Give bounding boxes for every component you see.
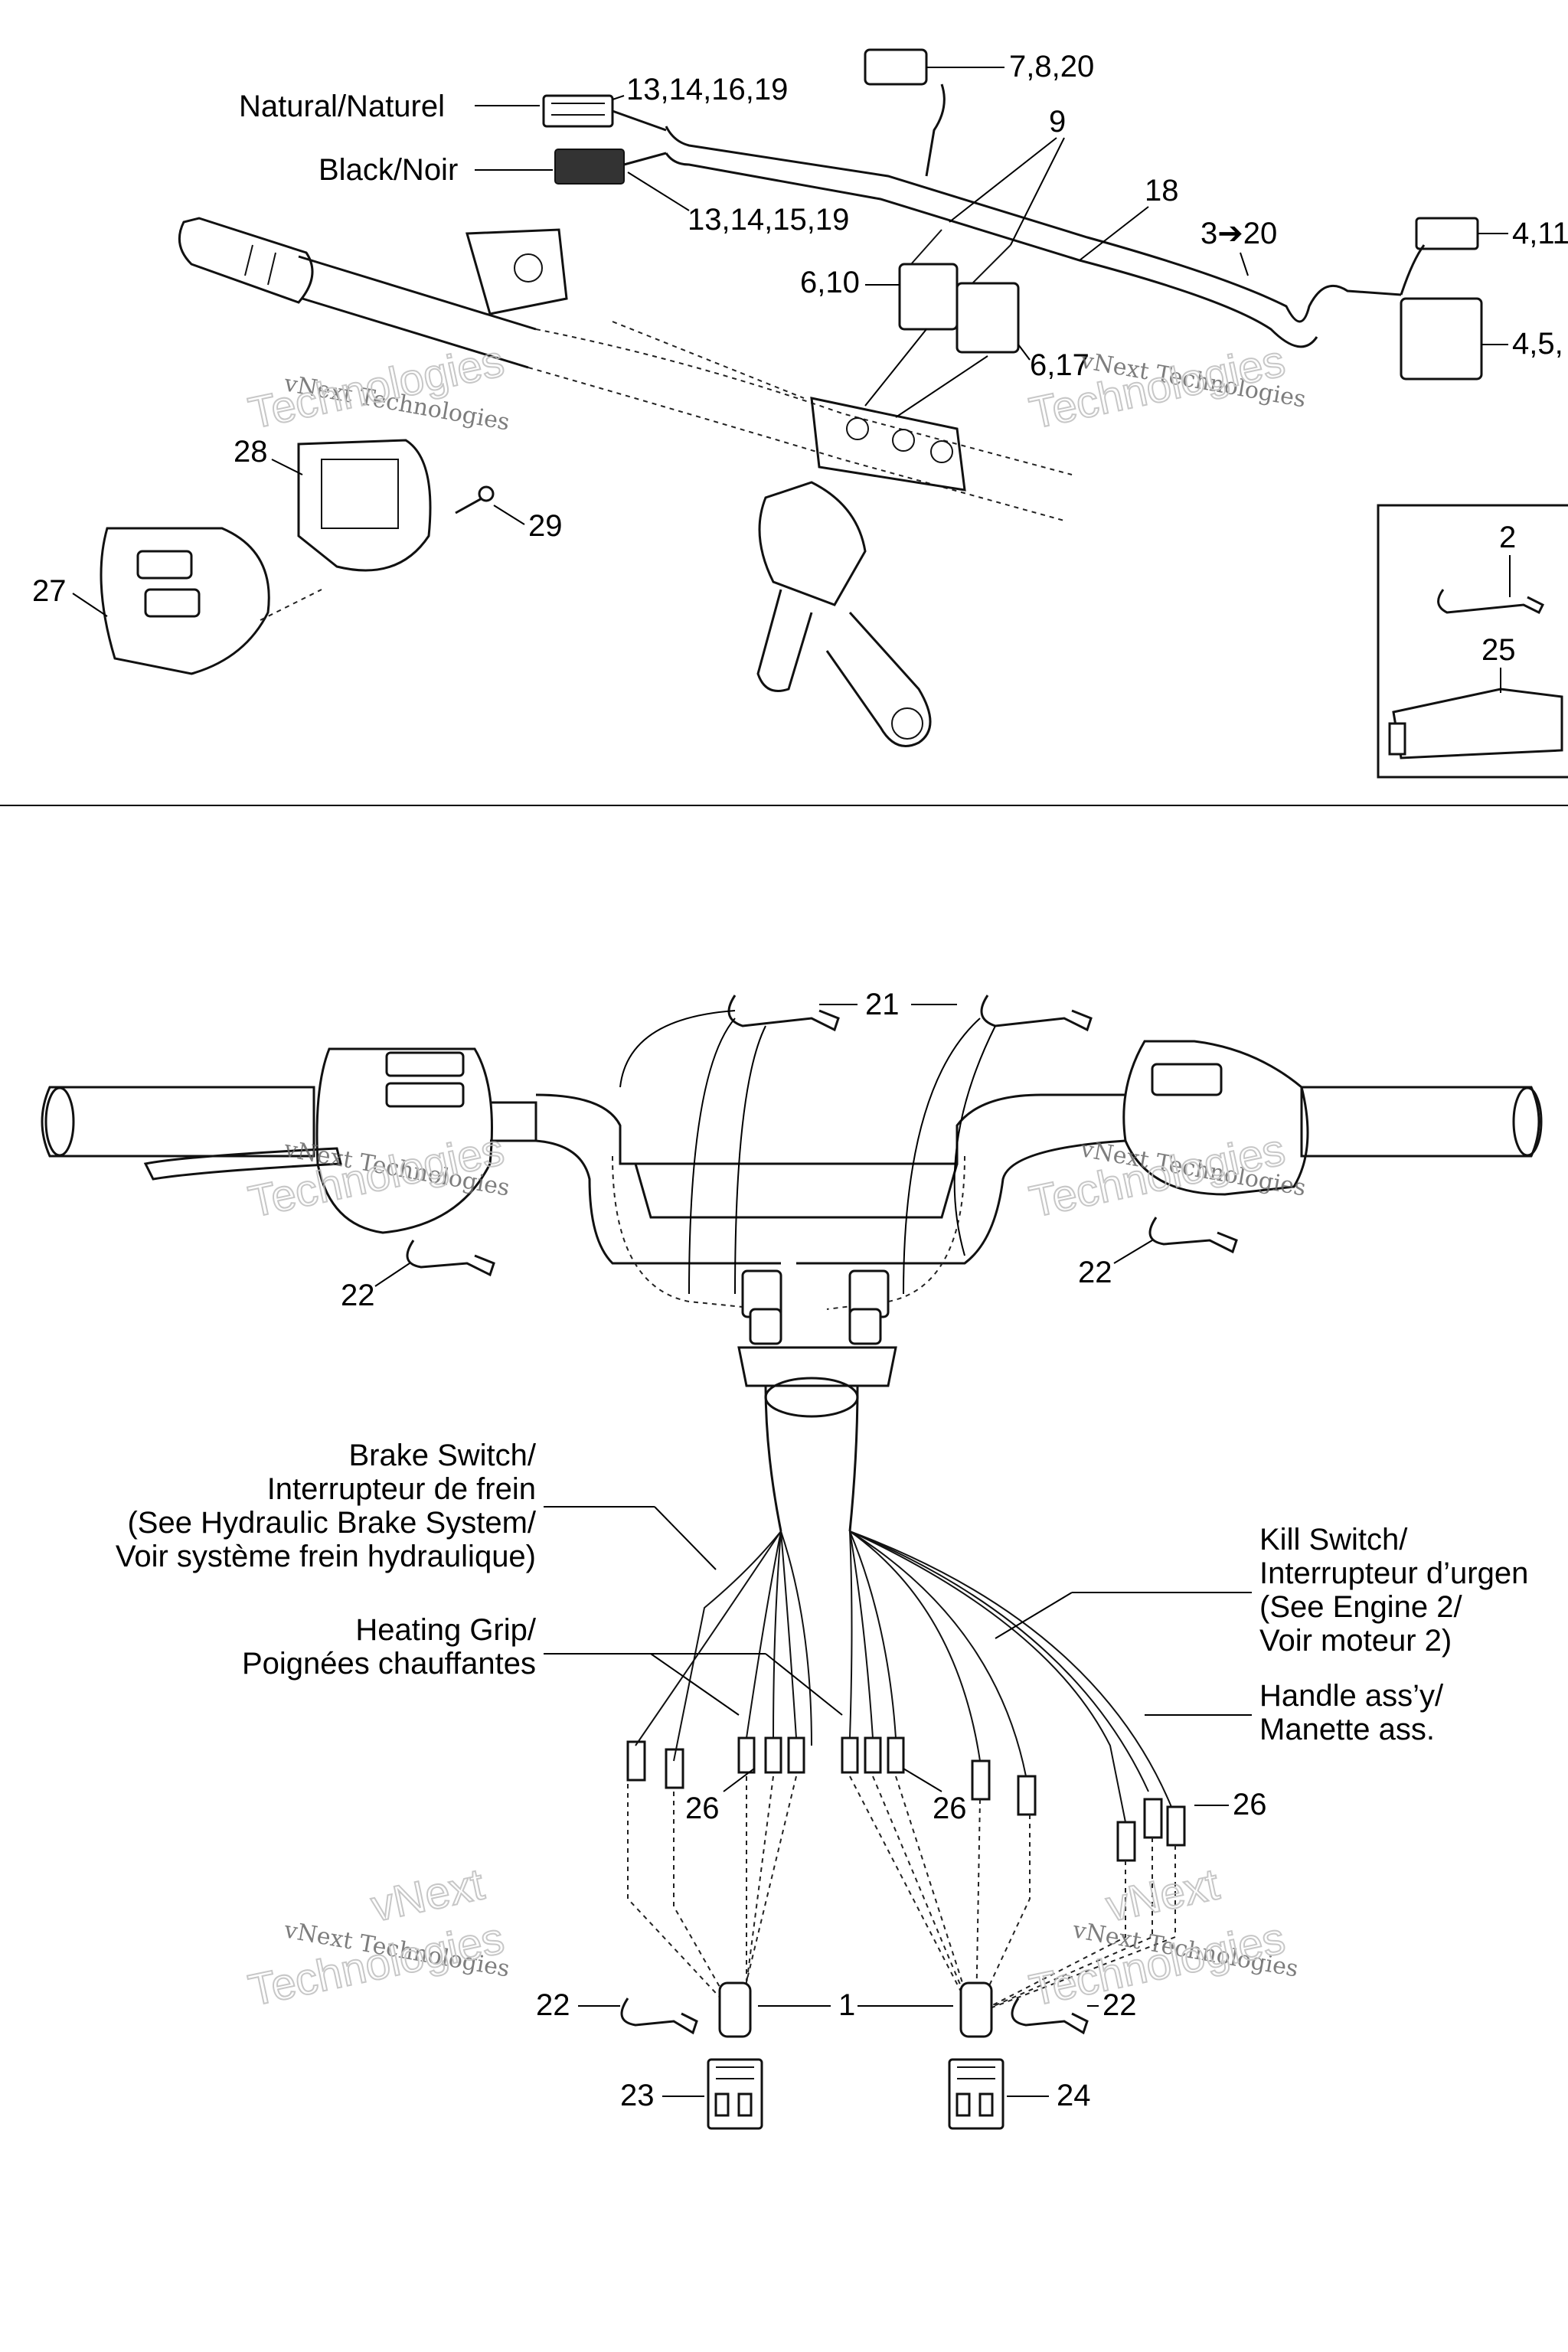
label-28: 28 (234, 435, 268, 469)
label-23: 23 (620, 2079, 655, 2112)
label-22-bottom-right: 22 (1102, 1988, 1137, 2022)
watermark-text: Technologies (1025, 1125, 1289, 1227)
label-heat-2: Poignées chauffantes (242, 1647, 536, 1681)
label-29: 29 (528, 509, 563, 543)
top-labels: Natural/Naturel 13,14,16,19 Black/Noir 1… (32, 50, 1568, 693)
label-black: Black/Noir (318, 153, 458, 187)
bottom-handlebar-assembly (41, 995, 1543, 2130)
label-kill-1: Kill Switch/ (1259, 1523, 1408, 1557)
label-22-bottom-left: 22 (536, 1988, 570, 2022)
label-3-20: 3➔20 (1200, 217, 1277, 250)
label-2: 2 (1499, 521, 1516, 554)
watermark-text: vNext (1102, 1859, 1223, 1931)
label-13-14-15-19: 13,14,15,19 (688, 203, 849, 237)
label-21: 21 (865, 988, 900, 1021)
label-25: 25 (1481, 633, 1516, 667)
label-27: 27 (32, 574, 67, 608)
label-brake-1: Brake Switch/ (348, 1439, 536, 1472)
label-kill-4: Voir moteur 2) (1259, 1624, 1452, 1658)
label-4-5: 4,5, (1512, 327, 1563, 361)
label-24: 24 (1057, 2079, 1091, 2112)
label-kill-2: Interrupteur d’urgen (1259, 1557, 1528, 1590)
label-22-right: 22 (1078, 1256, 1112, 1289)
label-kill-3: (See Engine 2/ (1259, 1590, 1463, 1624)
label-brake-3: (See Hydraulic Brake System/ (127, 1506, 536, 1540)
watermark-text: Technologies (1025, 1913, 1289, 2016)
label-6-10: 6,10 (800, 266, 860, 299)
label-6-17: 6,17 (1030, 348, 1089, 382)
label-handle-2: Manette ass. (1259, 1713, 1435, 1746)
label-7-8-20: 7,8,20 (1009, 50, 1094, 83)
label-handle-1: Handle ass’y/ (1259, 1679, 1444, 1713)
bottom-labels: 21 22 22 Brake Switch/ Interrupteur de f… (116, 988, 1528, 2112)
label-4-11: 4,11 (1512, 217, 1568, 250)
label-brake-4: Voir système frein hydraulique) (116, 1540, 536, 1573)
label-26-b: 26 (933, 1792, 967, 1825)
label-heat-1: Heating Grip/ (355, 1613, 537, 1647)
inset-box (1377, 504, 1568, 779)
label-22-left: 22 (341, 1279, 375, 1312)
watermarks: vNext Technologies Technologies vNext Te… (243, 335, 1308, 2017)
label-26-c: 26 (1233, 1788, 1267, 1821)
label-18: 18 (1145, 174, 1179, 207)
label-9: 9 (1049, 105, 1066, 139)
label-1: 1 (838, 1988, 855, 2022)
label-natural: Natural/Naturel (239, 90, 445, 123)
label-brake-2: Interrupteur de frein (267, 1472, 536, 1506)
label-13-14-16-19: 13,14,16,19 (626, 73, 788, 106)
label-26-a: 26 (685, 1792, 720, 1825)
watermark-text: Technologies (244, 1125, 508, 1227)
